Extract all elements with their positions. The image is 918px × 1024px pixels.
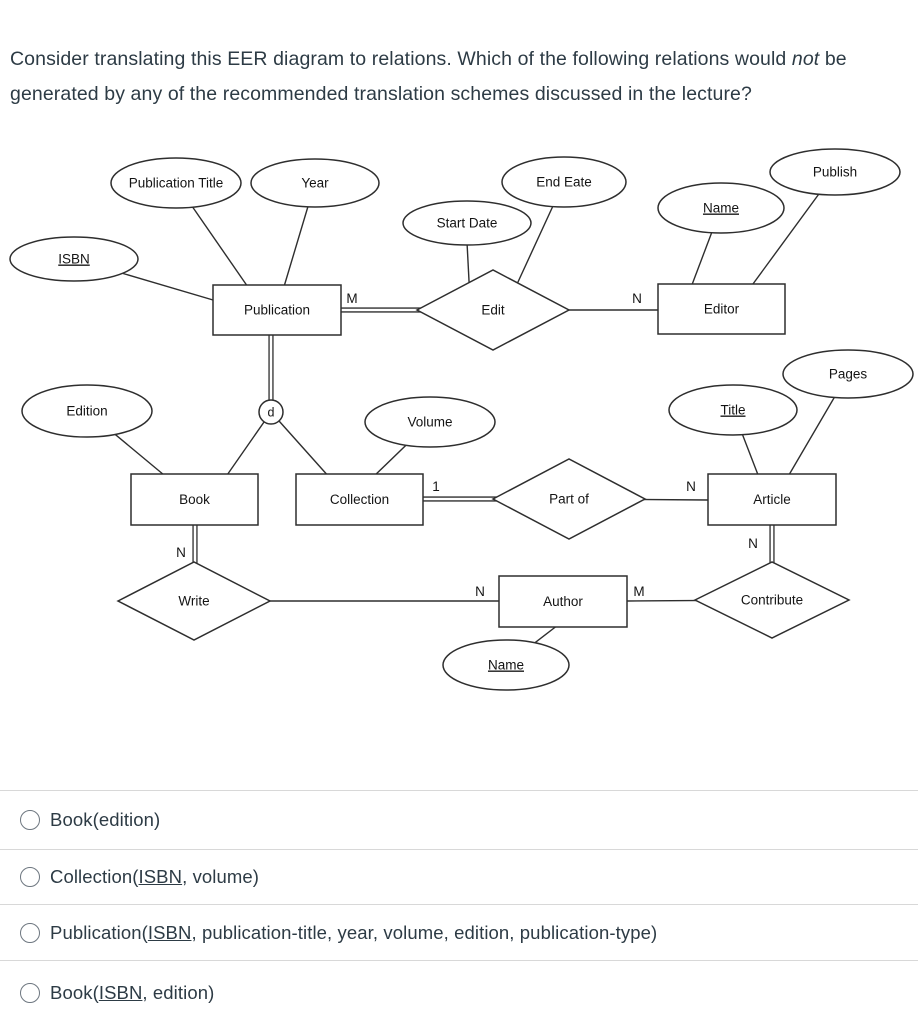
attribute-label-pages: Pages	[829, 367, 868, 382]
attribute-label-start-date: Start Date	[437, 216, 498, 231]
cardinality-label: N	[176, 545, 186, 560]
underlined-key-attribute: ISBN	[147, 921, 192, 943]
attribute-label-year: Year	[301, 176, 329, 191]
underlined-key-attribute: ISBN	[138, 866, 183, 887]
entity-label-editor: Editor	[704, 302, 740, 317]
entity-label-article: Article	[753, 492, 791, 507]
question-text: Consider translating this EER diagram to…	[10, 42, 894, 112]
entity-label-publication: Publication	[244, 303, 310, 318]
attribute-label-title: Title	[720, 403, 745, 418]
attribute-ellipse-start-date	[402, 200, 532, 246]
answer-options: Book(edition)Collection(ISBN, volume)Pub…	[0, 790, 918, 1024]
cardinality-label: 1	[432, 479, 440, 494]
question-part-1: Consider translating this EER diagram to…	[10, 47, 792, 70]
attribute-ellipse-title	[668, 384, 798, 436]
attribute-ellipse-edition	[21, 384, 153, 438]
relationship-diamond-write	[116, 561, 272, 641]
radio-button[interactable]	[20, 810, 40, 830]
option-text-segment: Collection(	[50, 866, 139, 887]
question-part-2: be generated by any of the recommended t…	[10, 47, 847, 105]
cardinality-label: N	[686, 479, 696, 494]
entity-box-publication	[212, 284, 342, 336]
specialization-circle-d-circle	[258, 399, 284, 425]
attribute-label-volume: Volume	[407, 415, 452, 430]
attribute-label-editor-name: Name	[703, 201, 739, 216]
option-text-segment: Book(	[50, 981, 99, 1003]
cardinality-label: N	[748, 536, 758, 551]
option-label: Publication(ISBN, publication-title, yea…	[50, 922, 657, 944]
attribute-ellipse-end-eate	[501, 156, 627, 208]
entity-box-collection	[295, 473, 424, 526]
answer-option[interactable]: Publication(ISBN, publication-title, yea…	[0, 904, 918, 960]
attribute-ellipse-publish	[769, 148, 901, 196]
underlined-key-attribute: ISBN	[98, 981, 143, 1003]
question-italic-word: not	[791, 47, 820, 70]
attribute-label-edition: Edition	[66, 404, 107, 419]
radio-button[interactable]	[20, 867, 40, 887]
specialization-label-d-circle: d	[268, 406, 275, 420]
attribute-label-end-eate: End Eate	[536, 175, 592, 190]
connector-d-circle-book	[224, 411, 272, 479]
relationship-diamond-edit	[415, 269, 571, 351]
option-label: Book(ISBN, edition)	[50, 982, 214, 1004]
attribute-ellipse-author-name	[442, 639, 570, 691]
radio-button[interactable]	[20, 922, 40, 943]
answer-option[interactable]: Book(ISBN, edition)	[0, 960, 918, 1024]
relationship-label-contribute: Contribute	[741, 593, 803, 608]
entity-box-book	[130, 473, 259, 526]
relationship-diamond-part-of	[491, 458, 647, 540]
attribute-ellipse-publication-title	[110, 157, 242, 209]
option-text-segment: , volume)	[182, 866, 260, 887]
entity-label-author: Author	[543, 594, 583, 609]
entity-label-collection: Collection	[330, 492, 389, 507]
attribute-ellipse-year	[250, 158, 380, 208]
relationship-diamond-contribute	[693, 561, 851, 639]
answer-option[interactable]: Collection(ISBN, volume)	[0, 849, 918, 904]
entity-box-author	[498, 575, 628, 628]
connector-d-circle-collection	[270, 411, 331, 479]
entity-label-book: Book	[179, 492, 210, 507]
option-text-segment: , edition)	[142, 981, 215, 1003]
option-text-segment: Publication(	[50, 921, 148, 943]
attribute-label-author-name: Name	[488, 658, 524, 673]
answer-option[interactable]: Book(edition)	[0, 790, 918, 849]
attribute-ellipse-isbn	[9, 236, 139, 282]
option-text-segment: , publication-title, year, volume, editi…	[191, 921, 658, 943]
attribute-ellipse-volume	[364, 396, 496, 448]
entity-box-article	[707, 473, 837, 526]
cardinality-label: M	[633, 584, 644, 599]
cardinality-label: N	[632, 291, 642, 306]
option-text-segment: Book(edition)	[50, 809, 161, 830]
attribute-ellipse-pages	[782, 349, 914, 399]
attribute-label-publication-title: Publication Title	[129, 176, 224, 191]
option-label: Book(edition)	[50, 809, 160, 831]
cardinality-label: N	[475, 584, 485, 599]
attribute-label-publish: Publish	[813, 165, 857, 180]
relationship-label-edit: Edit	[481, 303, 505, 318]
relationship-label-part-of: Part of	[549, 492, 589, 507]
relationship-label-write: Write	[178, 594, 209, 609]
option-label: Collection(ISBN, volume)	[50, 866, 259, 888]
entity-box-editor	[657, 283, 786, 335]
attribute-label-isbn: ISBN	[58, 252, 90, 267]
cardinality-label: M	[346, 291, 357, 306]
attribute-ellipse-editor-name	[657, 182, 785, 234]
radio-button[interactable]	[20, 982, 40, 1003]
